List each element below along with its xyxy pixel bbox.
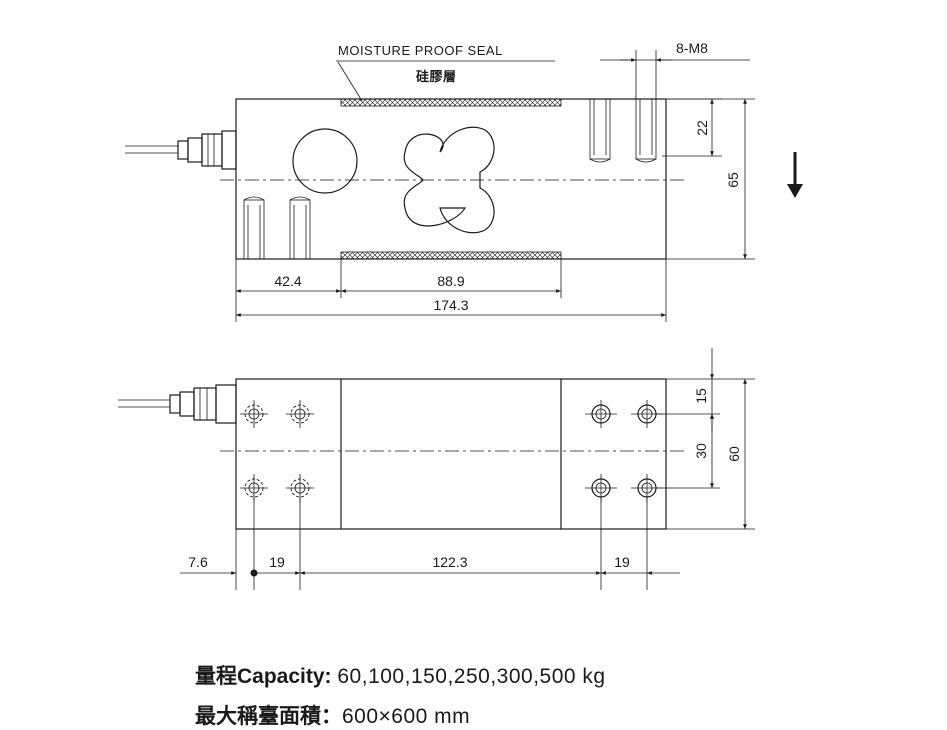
dim-19-left: 19 [269,554,285,570]
dim-19-right: 19 [614,554,630,570]
bolt-hole-left-1 [240,400,268,428]
bolt-hole-left-2 [286,400,314,428]
cable-gland-bottom [118,384,237,424]
seal-label-en: MOISTURE PROOF SEAL [338,43,503,58]
circle-cutout [292,128,358,194]
threaded-hole-tr-1 [589,98,611,163]
load-cell-body [235,98,667,260]
binocular-cutout [403,126,495,234]
capacity-label-en: Capacity: [237,665,332,688]
dim-88-9: 88.9 [437,273,464,289]
bolt-hole-right-1 [585,400,617,428]
platform-label: 最大稱臺面積： [195,704,342,728]
plan-body [235,378,667,530]
dim-7-6: 7.6 [188,554,208,570]
dim-hole-depth: 22 [694,120,710,136]
plan-view: 15 30 60 7.6 19 122.3 19 [118,348,755,590]
platform-value: 600×600 mm [342,705,471,728]
side-view: MOISTURE PROOF SEAL 硅膠層 8-M8 22 65 [125,40,803,322]
dim-122-3: 122.3 [432,554,467,570]
platform-line: 最大稱臺面積：600×600 mm [195,700,470,730]
dim-30: 30 [693,443,709,459]
seal-top [340,98,562,107]
threaded-hole-bl-1 [243,196,265,260]
dim-length: 174.3 [433,297,468,313]
dim-42-4: 42.4 [274,273,301,289]
capacity-value: 60,100,150,250,300,500 kg [337,665,606,688]
dim-15: 15 [693,388,709,404]
cable-gland-top [125,130,237,170]
dim-60: 60 [726,446,742,462]
capacity-line: 量程Capacity: 60,100,150,250,300,500 kg [195,660,606,690]
threaded-hole-bl-2 [289,196,311,260]
dim-height: 65 [725,172,741,188]
capacity-label-cn: 量程 [195,664,237,688]
seal-label-cn: 硅膠層 [416,69,457,85]
threaded-hole-tr-2 [635,98,657,163]
seal-bottom [340,251,562,260]
thread-label: 8-M8 [676,40,708,56]
load-direction-arrow-icon [787,152,803,198]
